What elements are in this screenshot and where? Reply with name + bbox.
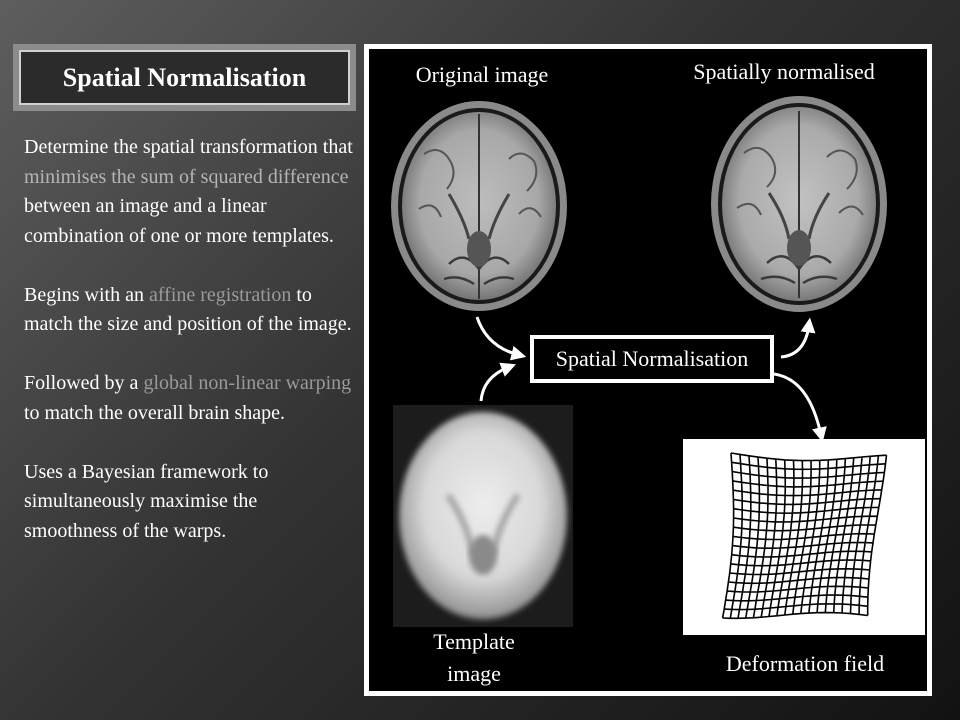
para1-text-a: Determine the spatial transformation tha…	[24, 136, 353, 158]
paragraph-2: Begins with an affine registration to ma…	[24, 281, 354, 340]
grid-line-v	[760, 459, 778, 618]
para4-text-mid: maximise the smoothness	[24, 490, 258, 542]
paragraph-4: Uses a Bayesian framework to simultaneou…	[24, 458, 354, 547]
grid-line-v	[816, 459, 838, 613]
original-brain-image	[391, 101, 567, 311]
flow-arrows	[475, 316, 827, 443]
grid-line-v	[784, 460, 804, 616]
para2-highlight: affine registration	[149, 283, 292, 306]
grid-line-v	[832, 457, 855, 613]
grid-line-v	[824, 458, 847, 613]
grid-line-v	[776, 460, 795, 616]
deformation-field-image	[683, 439, 925, 635]
slide-title: Spatial Normalisation	[62, 62, 307, 92]
center-box-label: Spatial Normalisation	[555, 346, 749, 371]
diagram-panel: Original image Spatially normalised	[364, 44, 932, 696]
template-brain-image	[393, 405, 573, 627]
normalised-image-label: Spatially normalised	[693, 59, 875, 84]
para3-text-b: to match the overall brain shape.	[24, 401, 286, 424]
arrow-box-to-deformation	[773, 372, 827, 443]
normalised-brain-image	[711, 96, 887, 312]
grid-line-v	[721, 452, 735, 619]
paragraph-3: Followed by a global non-linear warping …	[24, 369, 354, 428]
grid-line-v	[752, 458, 769, 618]
grid-line-v	[768, 459, 787, 617]
title-frame: Spatial Normalisation	[13, 44, 356, 111]
arrow-template-to-box	[479, 362, 516, 402]
template-image-label-line2: image	[447, 661, 501, 686]
deformation-grid	[721, 452, 888, 620]
para3-text-a: Followed by a	[24, 372, 144, 394]
grid-line-v	[737, 455, 752, 619]
para1-text-b: between an image and a linear combinatio…	[24, 195, 334, 247]
template-image-label-line1: Template	[433, 629, 515, 654]
paragraph-1: Determine the spatial transformation tha…	[24, 133, 354, 251]
grid-line-v	[744, 457, 761, 619]
para4-text-b: of the warps.	[117, 519, 227, 542]
para4-text-a: Uses a Bayesian framework to simultaneou…	[24, 460, 269, 513]
deformation-field-label: Deformation field	[725, 651, 885, 676]
grid-line-v	[800, 460, 821, 614]
para3-highlight: global non-linear warping	[143, 372, 352, 394]
grid-line-v	[858, 455, 880, 615]
grid-line-v	[808, 459, 830, 614]
grid-line-v	[792, 460, 812, 615]
title-inner: Spatial Normalisation	[19, 50, 350, 105]
para2-text-a: Begins with an	[24, 283, 149, 306]
grid-line-v	[729, 454, 743, 619]
para1-highlight: minimises the sum of squared difference	[24, 165, 349, 188]
grid-line-v	[849, 456, 871, 614]
bullet-text: Determine the spatial transformation tha…	[24, 133, 354, 576]
grid-line-v	[866, 455, 888, 616]
spatial-normalisation-box: Spatial Normalisation	[530, 335, 774, 383]
arrow-original-to-box	[475, 316, 527, 361]
original-image-label: Original image	[415, 62, 549, 87]
para2-text-b: to match the size and position of the im…	[24, 283, 352, 336]
arrow-box-to-normalised	[780, 317, 816, 359]
grid-line-v	[841, 456, 863, 614]
